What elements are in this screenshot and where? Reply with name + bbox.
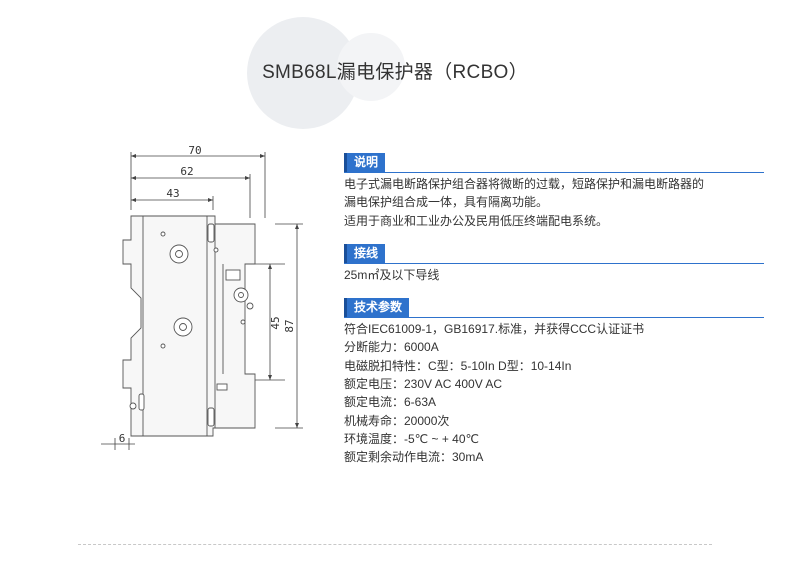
rcbo-side-view-drawing: 70 62 43 45 87 6: [101, 144, 303, 450]
text-line: 额定电压：230V AC 400V AC: [344, 377, 503, 392]
text-line: 分断能力：6000A: [344, 340, 439, 355]
dim-label-43: 43: [166, 187, 179, 200]
text-line: 机械寿命：20000次: [344, 413, 450, 428]
section-rule: [344, 317, 764, 319]
section-wiring: 接线 25m㎡及以下导线: [344, 243, 764, 284]
decorative-circle-small: [337, 33, 405, 101]
text-line: 符合IEC61009-1，GB16917.标准，并获得CCC认证证书: [344, 322, 645, 337]
text-line: 环境温度：-5℃ ~ + 40℃: [344, 431, 479, 446]
text-line: 适用于商业和工业办公及民用低压终端配电系统。: [344, 213, 609, 228]
section-heading: 接线: [344, 243, 386, 263]
section-heading: 说明: [344, 153, 386, 172]
dim-label-70: 70: [188, 144, 201, 157]
text-line: 漏电保护组合成一体，具有隔离功能。: [344, 195, 549, 210]
section-description: 说明 电子式漏电断路保护组合器将微断的过载，短路保护和漏电断路器的 漏电保护组合…: [344, 153, 764, 230]
dim-label-6: 6: [119, 432, 126, 445]
spec-panel: 说明 电子式漏电断路保护组合器将微断的过载，短路保护和漏电断路器的 漏电保护组合…: [344, 153, 764, 481]
page-title: SMB68L漏电保护器（RCBO）: [262, 62, 528, 83]
text-line: 电子式漏电断路保护组合器将微断的过载，短路保护和漏电断路器的: [344, 177, 705, 191]
dashed-divider: [78, 544, 712, 545]
section-heading: 技术参数: [344, 298, 410, 318]
section-technical-parameters: 技术参数 符合IEC61009-1，GB16917.标准，并获得CCC认证证书 …: [344, 298, 764, 466]
section-rule: [344, 262, 764, 264]
dim-label-45: 45: [269, 316, 282, 329]
text-line: 额定剩余动作电流：30mA: [344, 450, 484, 465]
text-line: 25m㎡及以下导线: [344, 267, 440, 282]
dim-label-87: 87: [283, 319, 296, 332]
text-line: 额定电流：6-63A: [344, 395, 437, 410]
text-line: 电磁脱扣特性：C型：5-10In D型：10-14In: [344, 358, 572, 373]
section-rule: [344, 172, 764, 173]
dim-label-62: 62: [180, 165, 193, 178]
